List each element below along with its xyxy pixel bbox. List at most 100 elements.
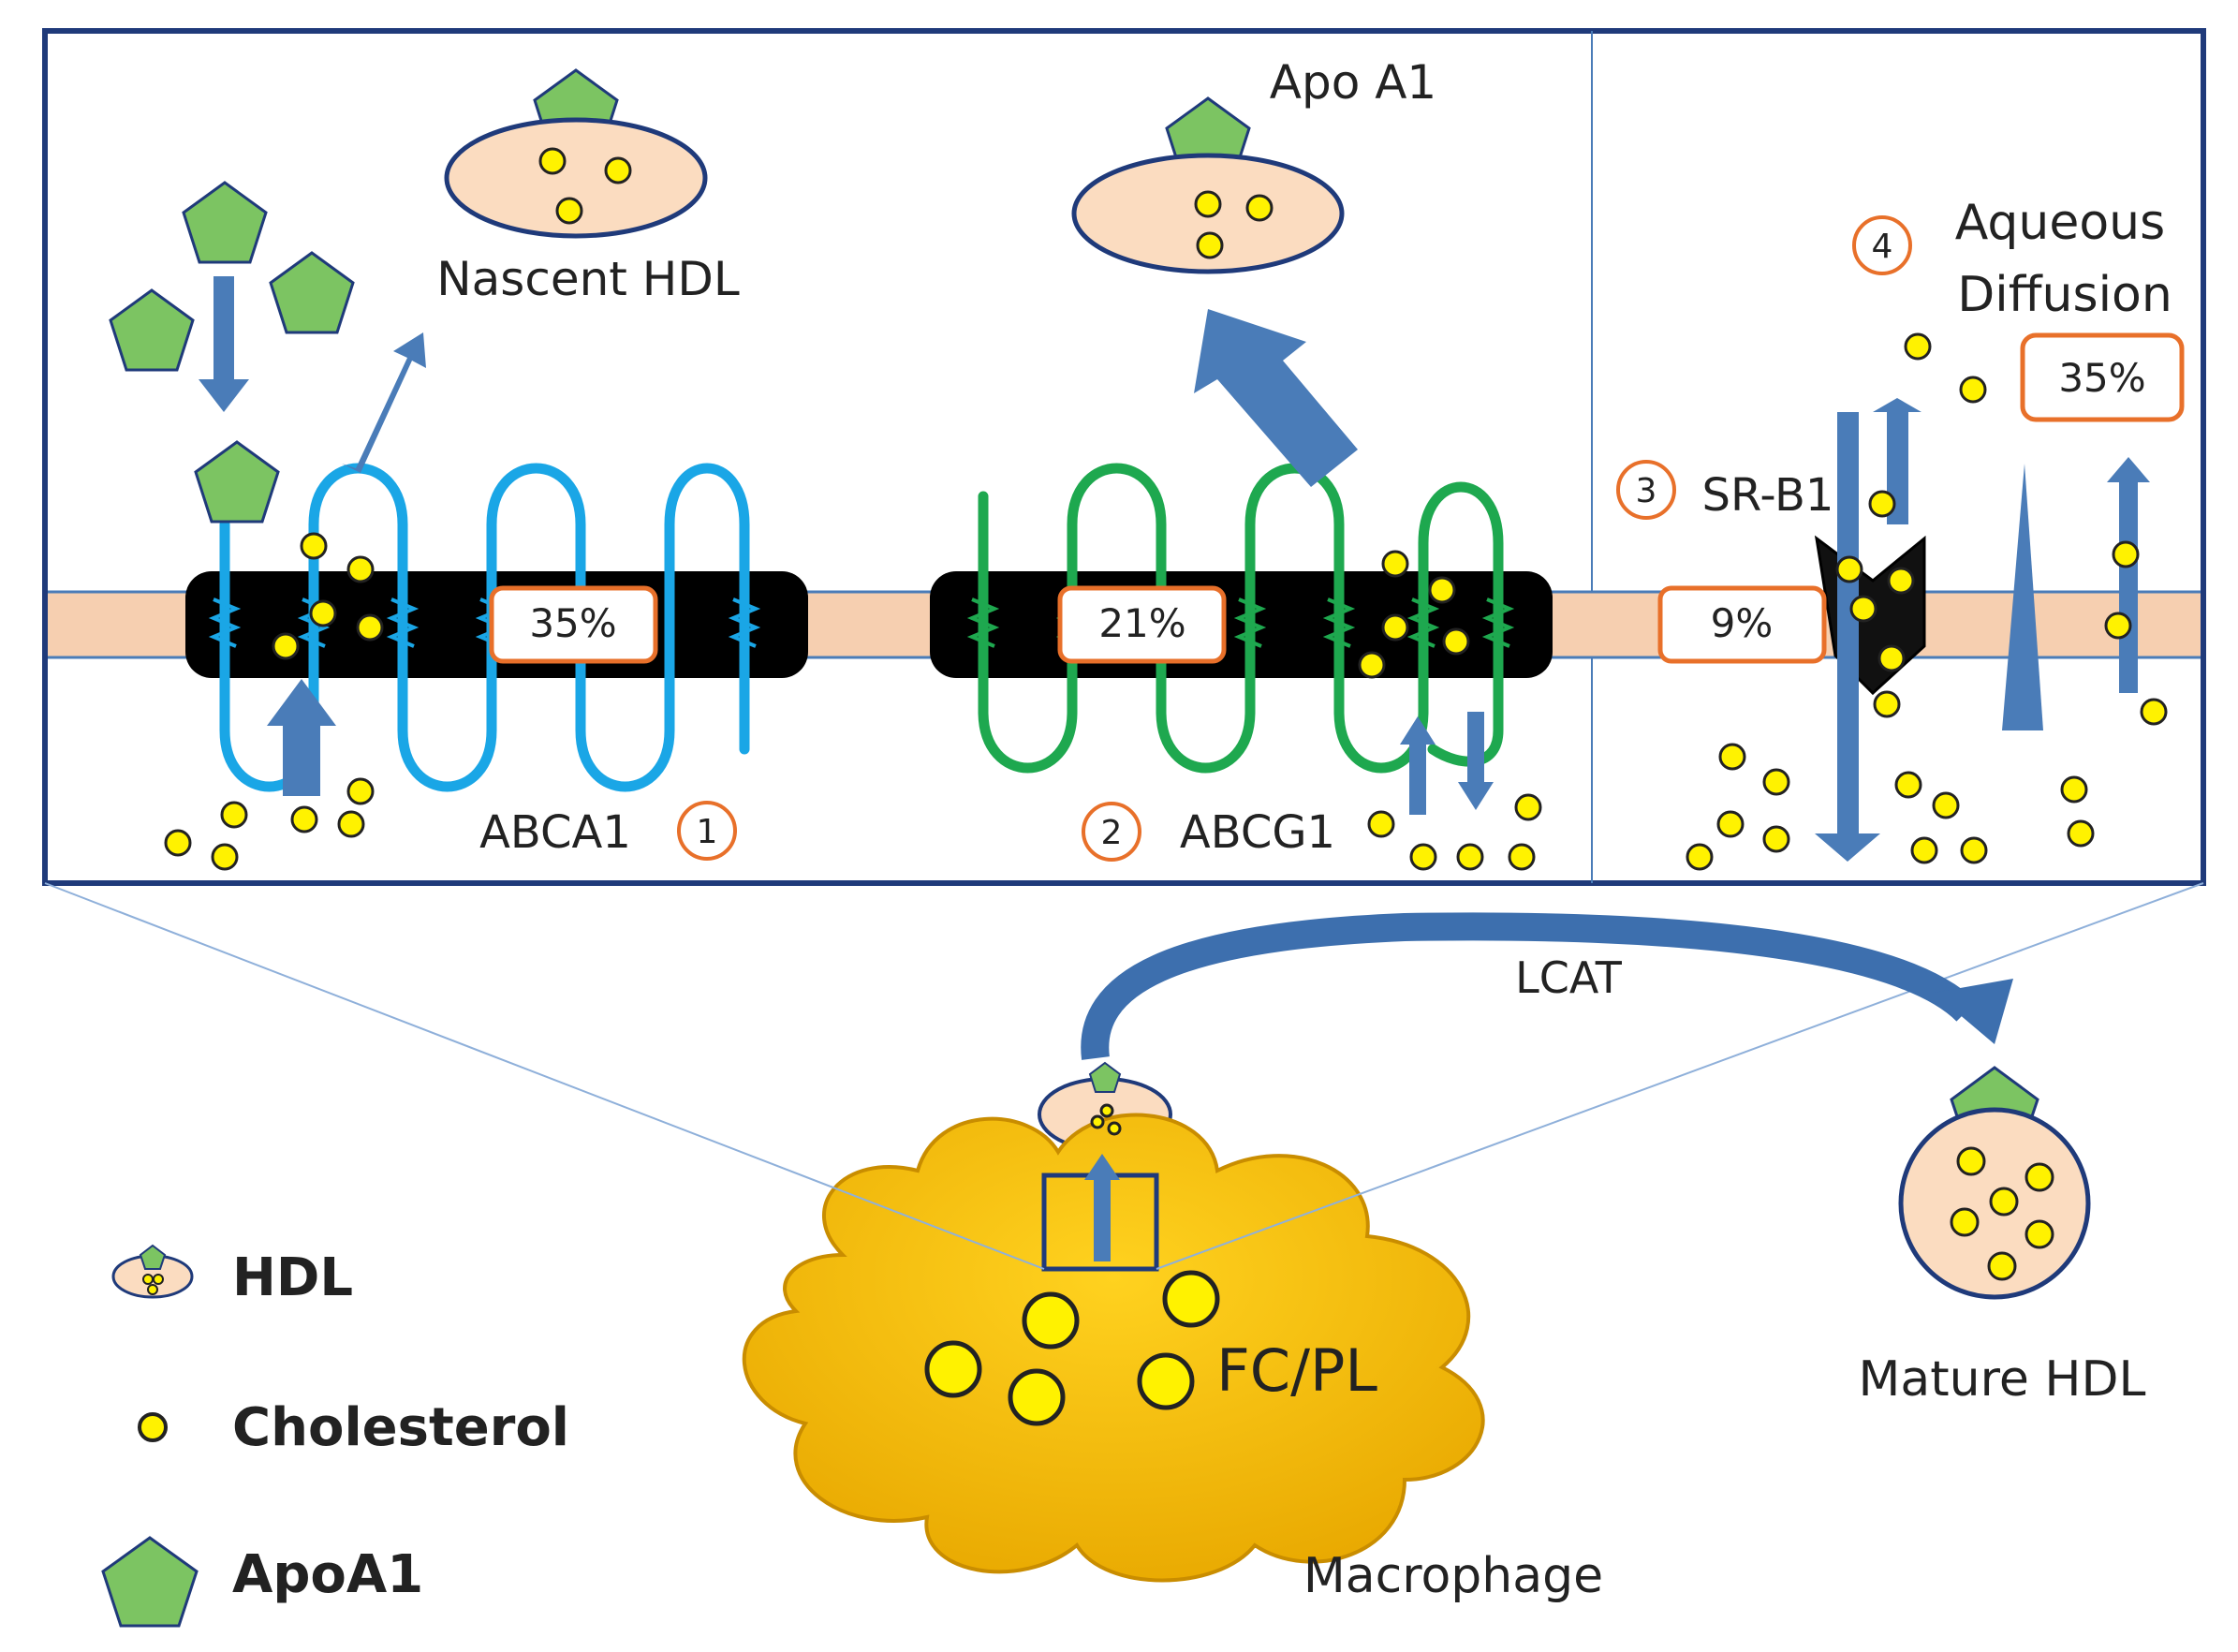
step-badges: 1 2 3 4 [677, 215, 1912, 862]
abcg1-percent-badge [1057, 585, 1227, 664]
cholesterol-dot [1686, 843, 1714, 871]
cholesterol-dot [1107, 1121, 1122, 1136]
cholesterol-dot [2067, 819, 2095, 848]
cholesterol-dot [1008, 1368, 1066, 1426]
cholesterol-dot [2104, 612, 2132, 640]
diffusion-gradient-wedge [2002, 464, 2043, 730]
step-badge-3 [1616, 460, 1676, 520]
efflux-up-arrow [1084, 1154, 1120, 1180]
nascent-hdl-label: Nascent HDL [436, 252, 740, 306]
fc-pl-label: FC/PL [1216, 1336, 1377, 1405]
diffusion-label: Diffusion [1957, 267, 2172, 323]
cholesterol-dot [1932, 791, 1960, 819]
cholesterol-dot [2112, 540, 2140, 568]
zoom-panel [42, 28, 2206, 886]
lcat-label: LCAT [1515, 952, 1623, 1003]
cholesterol-dot [555, 197, 583, 225]
cholesterol-dot [1868, 490, 1896, 518]
cholesterol-dot [1910, 836, 1938, 864]
hdl-particles [444, 117, 2091, 1300]
cholesterol-dot [220, 801, 248, 829]
apoa1-legend-icon [101, 1536, 199, 1628]
srb1-label: SR-B1 [1702, 469, 1834, 522]
abcg1-percent: 21% [1098, 600, 1185, 646]
cholesterol-dot [1904, 332, 1932, 361]
cholesterol-dot [1508, 843, 1536, 871]
apoa1-down-arrow [199, 379, 249, 412]
legend: HDL Cholesterol ApoA1 [101, 1244, 569, 1628]
cholesterol-dot [1245, 194, 1274, 222]
abca1-percent-badge [489, 585, 658, 664]
cholesterol-dot [1960, 836, 1988, 864]
cholesterol-dot [1959, 376, 1987, 404]
apoa1-icon [269, 251, 355, 334]
cholesterol-dot [346, 777, 375, 805]
cholesterol-dot [309, 599, 337, 627]
step-badge-1 [677, 801, 737, 861]
cholesterol-dot [538, 147, 567, 175]
cholesterol-dot [164, 829, 192, 857]
cholesterol-dot [290, 805, 318, 833]
cholesterol-dot [1162, 1270, 1220, 1328]
cholesterol-dot [1137, 1352, 1195, 1410]
cholesterol-dot [2025, 1162, 2054, 1192]
apoa1-icon [1088, 1061, 1122, 1093]
cholesterol-dot [1835, 555, 1863, 583]
cholesterol-dot [1022, 1291, 1080, 1350]
legend-item-apoa1: ApoA1 [101, 1536, 423, 1628]
cholesterol-dot [2140, 698, 2168, 726]
cholesterol-dot [1716, 810, 1745, 838]
cholesterol-dot [1950, 1207, 1980, 1237]
cholesterol-dot [1887, 567, 1915, 595]
abcg1-loops [978, 463, 1504, 774]
abca1-uptake-arrow [267, 679, 336, 726]
macrophage-blob [743, 1113, 1485, 1583]
cholesterol-dot [1894, 771, 1922, 799]
lcat-arrow [1081, 912, 2013, 1060]
cholesterol-dot [2060, 775, 2088, 804]
aqueous-percent: 35% [2058, 355, 2145, 401]
svg-text:1: 1 [697, 813, 718, 851]
cholesterol-dot [1873, 690, 1901, 718]
cholesterol-dot [337, 810, 365, 838]
macrophage-label: Macrophage [1303, 1548, 1603, 1604]
aqueous-percent-badge [2020, 332, 2185, 422]
nascent-hdl-particle [444, 117, 708, 239]
abcg1-efflux-arrow [1194, 309, 1358, 487]
cholesterol-dot [1090, 1114, 1105, 1129]
cholesterol-dot [1456, 843, 1484, 871]
cholesterol-dot [1358, 651, 1386, 679]
cholesterol-dot [1877, 644, 1906, 672]
cholesterol-icon [138, 1412, 168, 1442]
apoa1-icon [109, 288, 195, 372]
cholesterol-dot [1194, 190, 1222, 218]
step-badge-4 [1852, 215, 1912, 275]
srb1-percent: 9% [1711, 600, 1774, 646]
abca1-percent: 35% [529, 600, 616, 646]
abca1-label: ABCA1 [479, 806, 631, 859]
cholesterol-dot [1514, 793, 1542, 821]
cholesterol-dot [1099, 1103, 1114, 1118]
aqueous-label: Aqueous [1955, 195, 2165, 251]
zoom-lines [44, 882, 2204, 1270]
svg-text:2: 2 [1101, 814, 1123, 852]
cholesterol-dot [346, 555, 375, 583]
legend-apoa1-label: ApoA1 [232, 1544, 423, 1605]
cholesterol-dot [1718, 743, 1746, 771]
cholesterol-dot [1762, 825, 1790, 853]
svg-text:4: 4 [1872, 228, 1893, 266]
cholesterol-dot [1367, 810, 1395, 838]
cholesterol-dot [924, 1340, 982, 1398]
cholesterol-dot [1196, 231, 1224, 259]
cholesterol-dot [1849, 595, 1877, 623]
apoa1-icon [194, 440, 280, 524]
srb1-up-arrowhead [1873, 398, 1921, 412]
cholesterol-dot [1989, 1187, 2019, 1217]
cholesterol-dot [211, 843, 239, 871]
cholesterol-dot [1381, 613, 1409, 642]
macrophage-cell [743, 1113, 1485, 1583]
legend-item-cholesterol: Cholesterol [138, 1397, 569, 1458]
flow-arrows [199, 276, 1494, 815]
abcg1-body [930, 571, 1553, 678]
cholesterol-dot [2025, 1219, 2054, 1249]
